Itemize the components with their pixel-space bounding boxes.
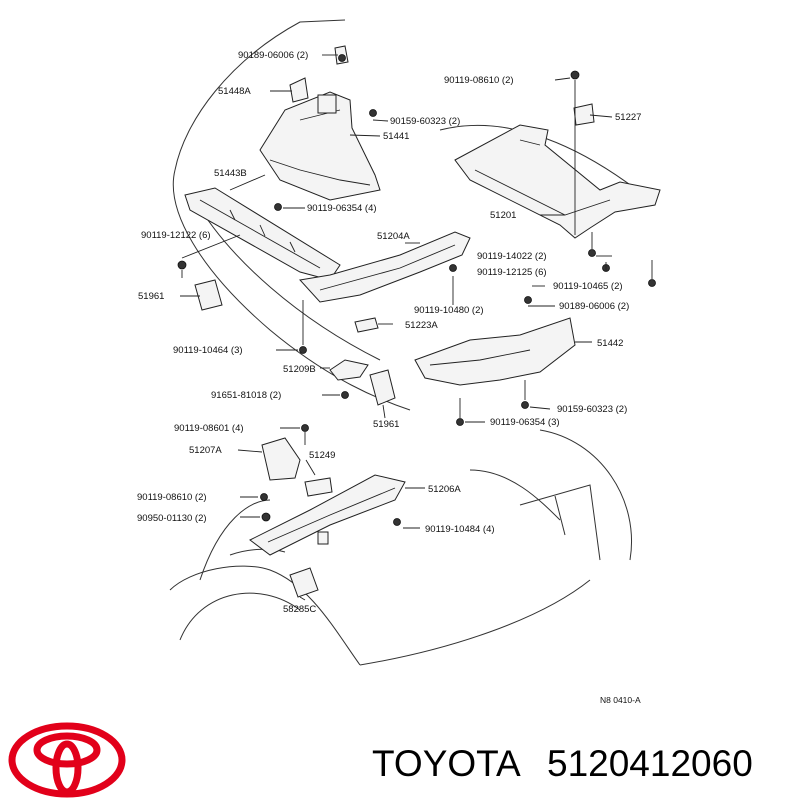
label-51223A: 51223A: [405, 320, 438, 331]
label-90189-06006-right: 90189-06006 (2): [559, 301, 629, 312]
label-58285C: 58285C: [283, 604, 316, 615]
part-51227-bracket: [573, 103, 595, 126]
label-51204A: 51204A: [377, 231, 410, 242]
label-51442: 51442: [597, 338, 623, 349]
diagram-code: N8 0410-A: [600, 695, 641, 705]
bolt-group: [177, 54, 656, 526]
part-51443B-panel: [184, 187, 341, 281]
label-91651-81018: 91651-81018 (2): [211, 390, 281, 401]
label-51207A: 51207A: [189, 445, 222, 456]
label-90950-01130: 90950-01130 (2): [137, 513, 207, 524]
part-51961-left-bracket: [194, 279, 223, 311]
label-90119-06354-top: 90119-06354 (4): [307, 203, 377, 214]
label-51961-left: 51961: [138, 291, 164, 302]
part-51961-right-bracket: [369, 369, 396, 406]
label-90119-14022: 90119-14022 (2): [477, 251, 547, 262]
part-51448A-bracket: [289, 45, 349, 103]
label-90119-10464: 90119-10464 (3): [173, 345, 243, 356]
part-51207A-bracket: [261, 437, 301, 481]
label-90159-60323-right: 90159-60323 (2): [557, 404, 627, 415]
label-51227: 51227: [615, 112, 641, 123]
label-90189-06006-top: 90189-06006 (2): [238, 50, 308, 61]
part-51223A-pad: [354, 317, 379, 333]
toyota-logo-icon: [8, 722, 126, 798]
part-number: 5120412060: [547, 743, 753, 784]
label-51206A: 51206A: [428, 484, 461, 495]
brand-name: TOYOTA: [372, 743, 521, 784]
car-body-outline: [169, 19, 651, 666]
label-51249: 51249: [309, 450, 335, 461]
leader-lines: [180, 54, 653, 601]
label-51209B: 51209B: [283, 364, 316, 375]
part-51206A-crossmember: [249, 474, 406, 556]
label-51441: 51441: [383, 131, 409, 142]
label-90119-10465: 90119-10465 (2): [553, 281, 623, 292]
label-51201: 51201: [490, 210, 516, 221]
label-90119-08610-bottom: 90119-08610 (2): [137, 492, 207, 503]
part-51204A-crossmember: [299, 231, 471, 303]
label-90119-06354-right: 90119-06354 (3): [490, 417, 560, 428]
label-51443B: 51443B: [214, 168, 247, 179]
label-51448A: 51448A: [218, 86, 251, 97]
label-90119-12122: 90119-12122 (6): [141, 230, 211, 241]
part-51209B-plate: [329, 359, 369, 381]
label-90119-10484: 90119-10484 (4): [425, 524, 495, 535]
label-90119-12125: 90119-12125 (6): [477, 267, 547, 278]
label-90119-10480: 90119-10480 (2): [414, 305, 484, 316]
part-51201-crossmember: [454, 124, 661, 239]
part-51441-cover: [259, 91, 381, 201]
label-90159-60323-top: 90159-60323 (2): [390, 116, 460, 127]
label-51961-right: 51961: [373, 419, 399, 430]
label-90119-08601: 90119-08601 (4): [174, 423, 244, 434]
part-51442-cover: [414, 317, 576, 386]
part-58285C-cover: [289, 567, 319, 598]
part-labels: 90189-06006 (2) 51448A 90119-08610 (2) 9…: [137, 50, 641, 705]
label-90119-08610-top: 90119-08610 (2): [444, 75, 514, 86]
part-51249-pad: [304, 477, 333, 497]
